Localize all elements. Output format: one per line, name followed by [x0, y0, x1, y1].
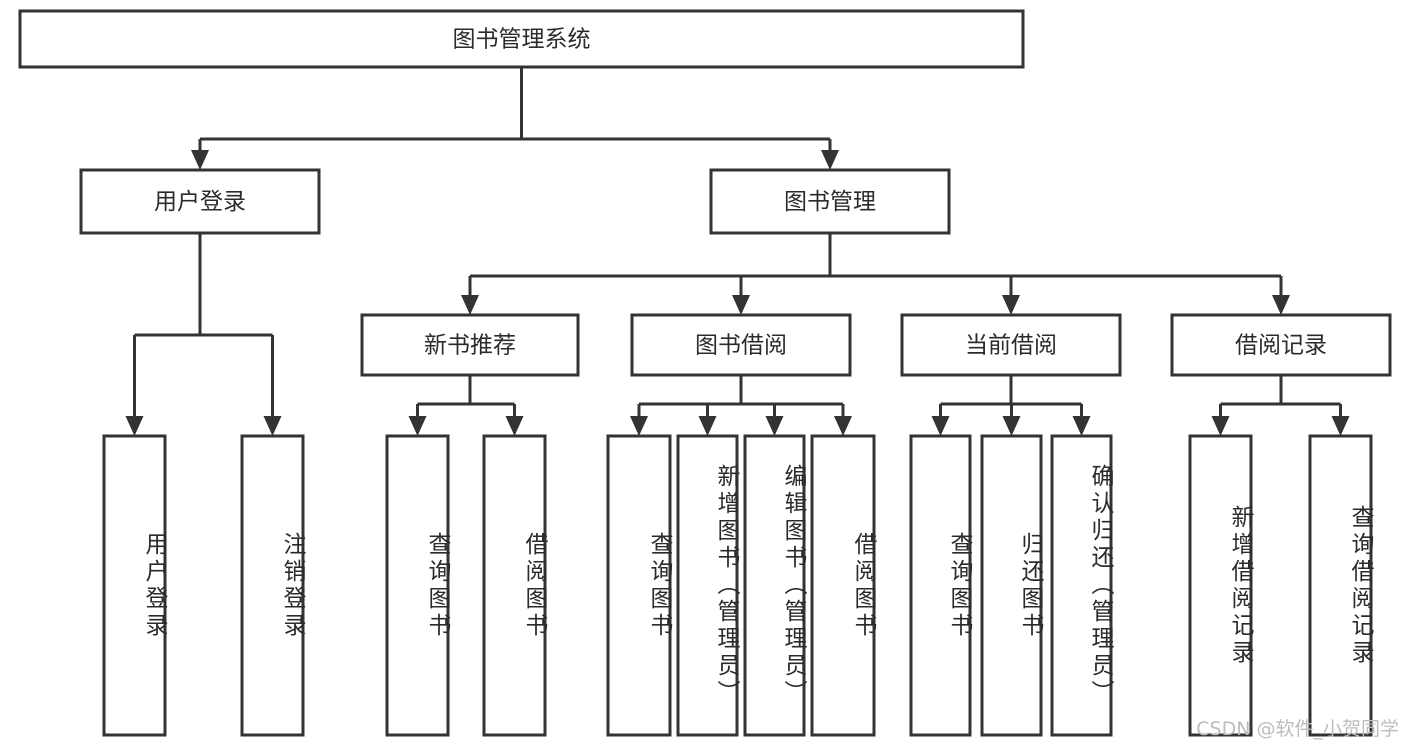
connector-layer	[125, 67, 1350, 436]
node-label-borrow-record: 借阅记录	[1235, 333, 1327, 359]
node-box-leaf-query-book-2[interactable]	[606, 434, 672, 737]
arrowhead	[408, 416, 427, 436]
arrowhead	[263, 416, 282, 436]
node-box-leaf-edit-book-admin[interactable]	[743, 434, 806, 737]
node-box-leaf-add-book-admin[interactable]	[676, 434, 739, 737]
node-box-book-borrow[interactable]	[630, 313, 852, 377]
node-label-user-login: 用户登录	[154, 189, 246, 215]
node-label-current-borrow: 当前借阅	[965, 333, 1057, 359]
node-label-root: 图书管理系统	[453, 27, 591, 53]
arrowhead	[834, 416, 852, 436]
node-box-new-book-recommend[interactable]	[360, 313, 580, 377]
node-label-new-book-recommend: 新书推荐	[424, 333, 516, 359]
arrowhead	[1002, 416, 1021, 436]
arrowhead	[505, 416, 524, 436]
arrowhead	[1211, 416, 1230, 436]
node-box-leaf-borrow-book-1[interactable]	[482, 434, 547, 737]
node-box-book-manage[interactable]	[709, 168, 951, 235]
node-box-leaf-user-logout[interactable]	[240, 434, 305, 737]
node-box-leaf-borrow-book-2[interactable]	[810, 434, 876, 737]
arrowhead	[1272, 295, 1290, 315]
node-box-leaf-query-borrow-record[interactable]	[1308, 434, 1373, 737]
node-box-leaf-return-book[interactable]	[980, 434, 1043, 737]
node-box-current-borrow[interactable]	[900, 313, 1122, 377]
arrowhead	[1331, 416, 1350, 436]
arrowhead	[191, 150, 209, 170]
node-box-leaf-query-book-1[interactable]	[385, 434, 450, 737]
arrowhead	[732, 295, 750, 315]
node-box-user-login[interactable]	[79, 168, 321, 235]
node-box-root[interactable]	[18, 9, 1025, 69]
arrowhead	[698, 416, 717, 436]
node-box-layer	[18, 9, 1392, 737]
node-box-leaf-confirm-return-admin[interactable]	[1050, 434, 1113, 737]
arrowhead	[1072, 416, 1091, 436]
node-box-leaf-add-borrow-record[interactable]	[1188, 434, 1253, 737]
arrowhead	[630, 416, 648, 436]
arrowhead	[461, 295, 479, 315]
node-box-leaf-user-login[interactable]	[102, 434, 167, 737]
arrowhead	[765, 416, 784, 436]
arrowhead	[125, 416, 144, 436]
arrowhead	[931, 416, 950, 436]
csdn-watermark: CSDN @软件_小贺同学	[1196, 718, 1399, 740]
node-box-borrow-record[interactable]	[1170, 313, 1392, 377]
arrowhead	[821, 150, 839, 170]
node-label-book-manage: 图书管理	[784, 189, 876, 215]
arrowhead	[1002, 295, 1020, 315]
node-label-book-borrow: 图书借阅	[695, 333, 787, 359]
node-box-leaf-query-book-3[interactable]	[909, 434, 972, 737]
